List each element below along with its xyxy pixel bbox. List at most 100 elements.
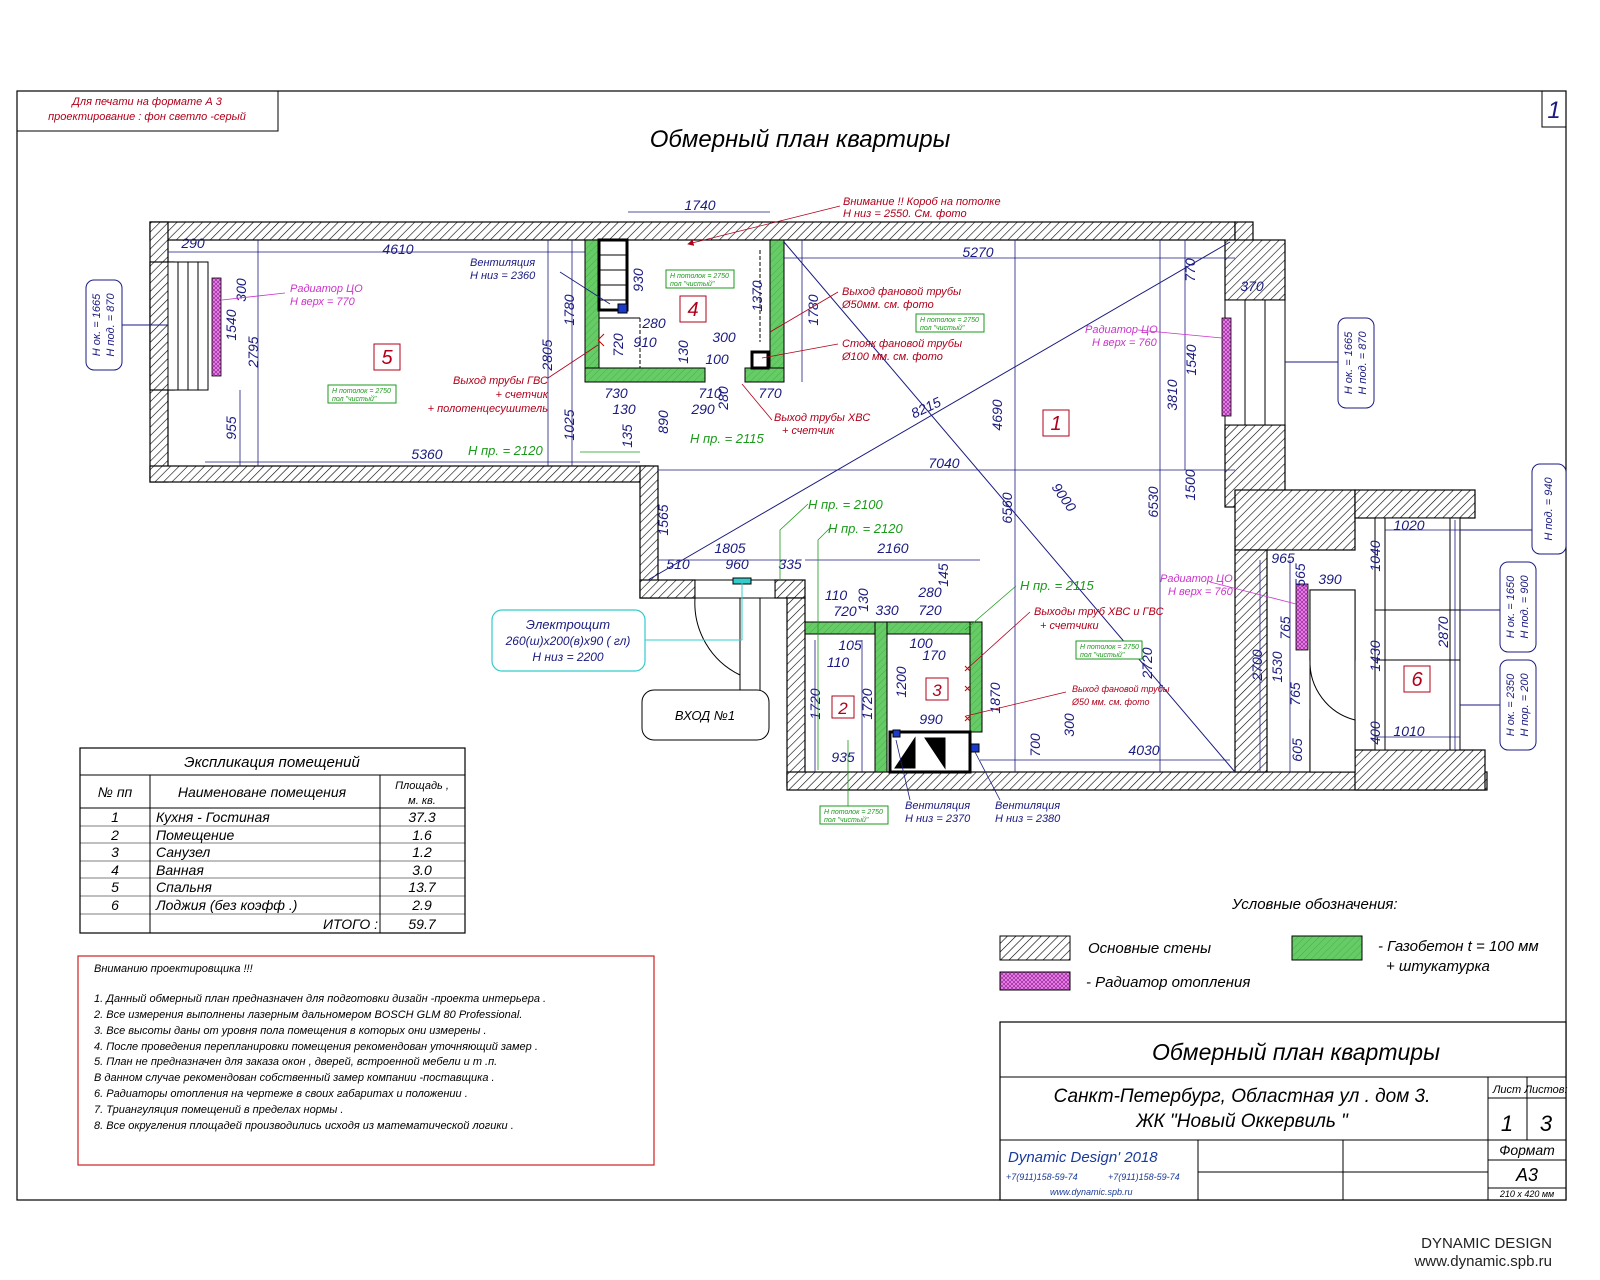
note-hpr: Н пр. = 2120 [828,521,904,536]
stamp-sheets-label: Листов: [1523,1084,1567,1096]
dim: 1010 [1393,723,1424,739]
window-room1 [1224,299,1286,426]
radiator-room5 [211,277,222,377]
warning-title: Вниманию проектировщика !!! [94,963,253,975]
note-hpr: Н пр. = 2100 [808,497,884,512]
note-rad5: Н верх = 770 [290,296,356,308]
dim: 170 [922,647,946,663]
dim: 100 [705,351,729,367]
room-label-4: 4 [687,299,698,321]
dim: 2870 [1435,616,1451,648]
dim: 280 [715,386,731,411]
svg-text:2.9: 2.9 [411,897,432,913]
dim: 1200 [893,666,909,697]
explication-col-area: м. кв. [408,795,436,807]
svg-text:4: 4 [111,862,119,878]
svg-text:Н потолок = 2750: Н потолок = 2750 [824,809,883,816]
room-labels: 5 4 1 2 3 6 [373,295,1431,719]
footer-url[interactable]: www.dynamic.spb.ru [1414,1253,1552,1270]
svg-text:7. Триангуляция помещений в пр: 7. Триангуляция помещений в пределах нор… [94,1104,343,1116]
annotation-leaders [547,205,1067,717]
dim: 960 [725,556,749,572]
note-rad1: Радиатор ЦО [1085,324,1158,336]
legend-gasbeton: - Газобетон t = 100 мм [1378,938,1539,955]
dim: 1370 [749,280,765,311]
dim: 965 [1271,550,1295,566]
svg-text:Помещение: Помещение [156,827,235,843]
svg-text:Спальня: Спальня [156,879,212,895]
dim: 3810 [1164,379,1180,410]
svg-text:1.2: 1.2 [412,844,432,860]
svg-text:пол "чистый": пол "чистый" [1080,651,1125,659]
svg-text:Н потолок = 2750: Н потолок = 2750 [920,317,979,324]
svg-text:1: 1 [111,809,119,825]
stamp-address: Санкт-Петербург, Областная ул . дом 3. [1054,1086,1431,1107]
note-hvs: Выход трубы ХВС [774,412,870,424]
navy-leaders [559,271,1001,801]
svg-text:пол "чистый": пол "чистый" [332,395,377,403]
note-hvs-gvs: Выходы труб ХВС и ГВС [1034,606,1164,618]
legend-radiator-swatch [999,971,1071,991]
dim: 1805 [714,540,745,556]
dim: 130 [612,401,636,417]
note-fan50: Выход фановой трубы [842,286,961,298]
note-box-warning: Внимание !! Короб на потолке [843,196,1001,208]
svg-text:5. План не предназначен для за: 5. План не предназначен для заказа окон … [94,1056,497,1068]
dim: 1565 [655,504,671,535]
svg-text:Н под. = 940: Н под. = 940 [1543,477,1555,541]
note-vent4: Н низ = 2360 [470,270,536,282]
dim: 4030 [1128,742,1159,758]
dim: 700 [1027,733,1043,757]
dim: 770 [758,385,782,401]
dim: 110 [827,654,850,670]
svg-text:Н под. = 900: Н под. = 900 [1519,575,1531,639]
svg-text:Н потолок = 2750: Н потолок = 2750 [670,273,729,280]
ceiling-height-tags: Н потолок = 2750 пол "чистый" Н потолок =… [327,269,1143,825]
dim: 330 [875,602,899,618]
dim: 1500 [1182,469,1198,500]
explication-total-label: ИТОГО : [323,916,378,932]
dim: 1020 [1393,517,1424,533]
dim: 1540 [223,309,239,340]
svg-text:1.6: 1.6 [412,827,432,843]
dim: 605 [1289,738,1305,762]
svg-text:Ванная: Ванная [156,862,204,878]
room-label-5: 5 [381,347,393,369]
svg-text:Н ок. = 1665: Н ок. = 1665 [91,293,103,356]
stamp-format-label: Формат [1499,1142,1555,1158]
note-vent4: Вентиляция [470,257,535,269]
print-note-1: Для печати на формате А 3 [70,96,223,108]
loggia-door [1309,589,1356,773]
note-hpr: Н пр. = 2115 [1020,578,1095,593]
note-rad6: Радиатор ЦО [1160,573,1233,585]
dim: 2720 [1139,647,1155,679]
dim: 1870 [987,682,1003,713]
dim: 990 [919,711,943,727]
svg-text:Н ок. = 2350: Н ок. = 2350 [1505,673,1517,736]
stamp-site: www.dynamic.spb.ru [1050,1187,1133,1197]
svg-text:6. Радиаторы отопления на черт: 6. Радиаторы отопления на чертеже в свои… [94,1088,468,1100]
window-loggia [1374,517,1461,751]
notes-height: Н пр. = 2120 Н пр. = 2115 Н пр. = 2100 Н… [468,431,1095,593]
dim: 100 [909,635,933,651]
dim: 1025 [561,409,577,440]
room-label-3: 3 [932,681,942,700]
svg-text:260(ш)х200(в)х90 ( гл): 260(ш)х200(в)х90 ( гл) [505,634,631,648]
dim: 1780 [561,294,577,325]
explication-col-area: Площадь , [395,780,449,792]
stamp-company: Dynamic Design' 2018 [1008,1149,1158,1166]
legend-wall-swatch [999,935,1071,961]
dim: 110 [825,587,848,603]
footer-brand: DYNAMIC DESIGN [1421,1235,1552,1252]
legend-walls: Основные стены [1088,940,1211,957]
explication-col-num: № пп [98,784,133,800]
explication-table: Экспликация помещений № пп Наименоване п… [79,747,466,934]
svg-text:Н ок. = 1650: Н ок. = 1650 [1505,575,1517,638]
notes-red: Внимание !! Короб на потолке Н низ = 255… [428,196,1170,707]
electrical-panel-callout: Электрощит 260(ш)х200(в)х90 ( гл) Н низ … [491,582,743,672]
explication-title: Экспликация помещений [184,754,360,771]
svg-text:Кухня - Гостиная: Кухня - Гостиная [156,809,270,825]
note-box-warning: Н низ = 2550. См. фото [843,208,967,220]
notes-radiator: Радиатор ЦО Н верх = 770 Радиатор ЦО Н в… [290,283,1234,598]
svg-text:Н ок. = 1665: Н ок. = 1665 [1343,331,1355,394]
